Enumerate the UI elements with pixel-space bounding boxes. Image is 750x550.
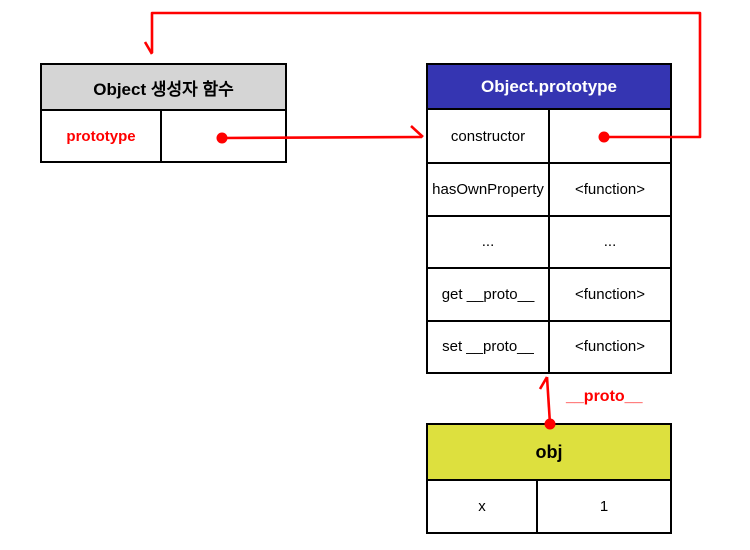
constructor-key-cell: constructor (428, 110, 550, 163)
hasownproperty-value-cell: <function> (574, 181, 646, 199)
constructor-loop-arrowhead-icon (143, 41, 154, 55)
x-key-cell: x (428, 481, 538, 532)
constructor-function-box: Object 생성자 함수 prototype (40, 63, 287, 163)
object-prototype-box-title: Object.prototype (428, 65, 670, 110)
table-row: x 1 (428, 481, 670, 532)
object-prototype-box: Object.prototype constructor hasOwnPrope… (426, 63, 672, 374)
obj-box-title: obj (428, 425, 670, 481)
table-row: hasOwnProperty <function> (428, 162, 670, 215)
table-row: constructor (428, 110, 670, 163)
obj-proto-arrow (545, 376, 552, 425)
obj-proto-arrowhead-icon (538, 376, 549, 390)
prototype-key-cell: prototype (42, 111, 162, 161)
table-row: prototype (42, 111, 285, 161)
x-value-cell: 1 (599, 498, 609, 515)
table-row: ... ... (428, 214, 670, 268)
obj-box: obj x 1 (426, 423, 672, 534)
prototype-value-cell (162, 111, 285, 161)
proto-edge-label: __proto__ (566, 388, 643, 405)
constructor-function-box-title: Object 생성자 함수 (42, 65, 285, 111)
ellipsis-key-cell: ... (428, 216, 550, 268)
constructor-value-cell (550, 110, 670, 162)
table-row: get __proto__ <function> (428, 267, 670, 320)
table-row: set __proto__ <function> (428, 319, 670, 372)
ellipsis-value-cell: ... (603, 233, 617, 251)
set-proto-value-cell: <function> (574, 338, 646, 356)
get-proto-key-cell: get __proto__ (428, 269, 550, 320)
set-proto-key-cell: set __proto__ (428, 321, 550, 372)
get-proto-value-cell: <function> (574, 285, 646, 303)
prototype-arrowhead-icon (410, 125, 424, 138)
hasownproperty-key-cell: hasOwnProperty (428, 164, 550, 215)
